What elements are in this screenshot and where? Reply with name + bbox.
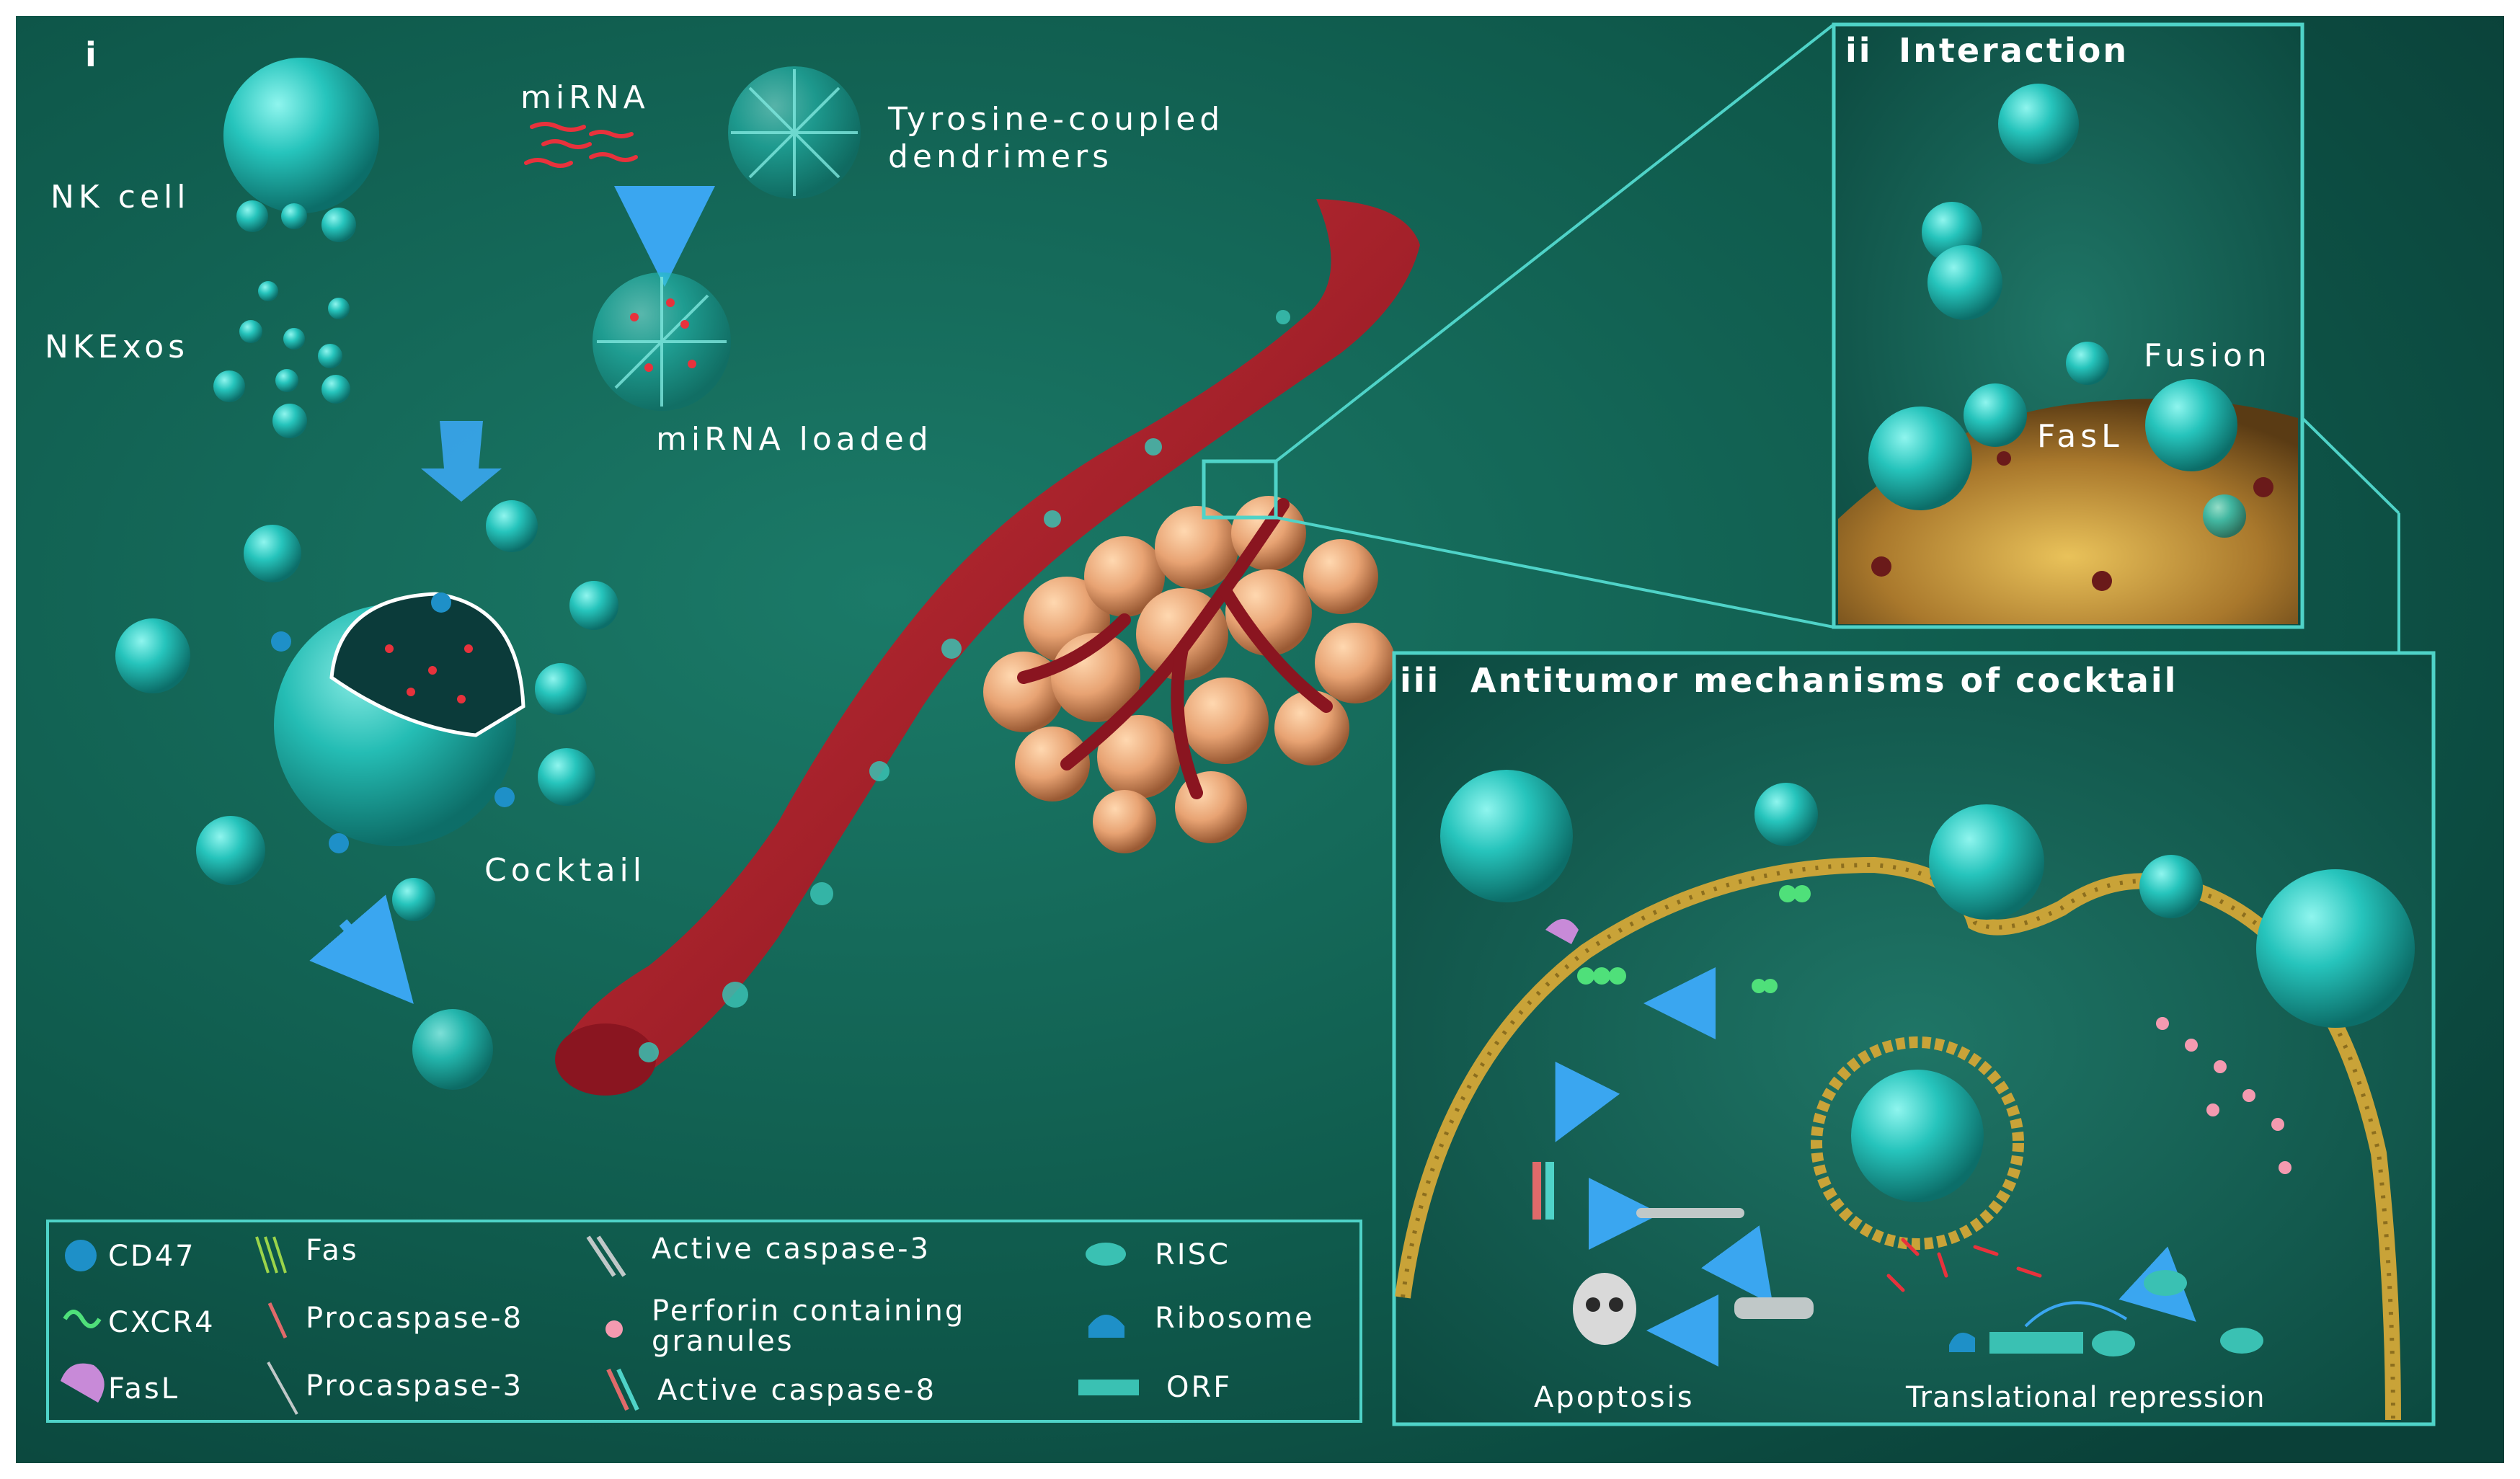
legend-perforin-line1: Perforin containing [652, 1294, 965, 1328]
fusion-label: Fusion [2144, 337, 2271, 374]
panel-iii-title: Antitumor mechanisms of cocktail [1470, 661, 2178, 700]
risc-swatch [1086, 1243, 1126, 1266]
legend-fas: Fas [306, 1234, 359, 1267]
zoom-connector-bottom [1275, 516, 1834, 629]
cd47-swatch [65, 1240, 97, 1271]
dendrimer-illustration [728, 66, 861, 199]
legend-cd47: CD47 [108, 1240, 196, 1273]
zoom-connector-top [1274, 23, 1835, 463]
active-caspase8-swatch [606, 1368, 639, 1411]
cxcr4-swatch [63, 1310, 102, 1328]
active-caspase3-swatch [586, 1235, 626, 1277]
cocktail-exosomes [115, 500, 618, 921]
legend-active-caspase3: Active caspase-3 [652, 1232, 931, 1266]
panel-i-tag: i [85, 35, 99, 74]
legend-risc: RISC [1155, 1238, 1230, 1271]
apoptosis-label: Apoptosis [1534, 1381, 1695, 1414]
mirna-loaded-dendrimer [593, 272, 731, 411]
zoom-region-box [1202, 459, 1278, 520]
procaspase8-swatch [267, 1302, 288, 1339]
nkexos-vesicles [213, 281, 350, 438]
cocktail-label: Cocktail [484, 852, 646, 889]
circulating-cocktail [412, 1009, 493, 1090]
legend-ribosome: Ribosome [1155, 1302, 1315, 1335]
panel-ii-tag: ii [1845, 31, 1873, 70]
mirna-loaded-label: miRNA loaded [656, 421, 933, 458]
panel-iii-tag: iii [1400, 661, 1440, 700]
legend-procaspase8: Procaspase-8 [306, 1302, 523, 1335]
panel-ii [1832, 22, 2304, 629]
fasl-swatch [61, 1363, 105, 1403]
blood-vessel [555, 199, 1420, 1096]
legend-active-caspase8: Active caspase-8 [657, 1374, 936, 1407]
legend-procaspase3: Procaspase-3 [306, 1369, 523, 1403]
ribosome-swatch [1088, 1315, 1124, 1338]
arrow-to-circulation [309, 894, 414, 1004]
legend [46, 1220, 1362, 1423]
procaspase3-swatch [267, 1362, 298, 1415]
fas-swatch [255, 1236, 287, 1274]
panel-ii-title: Interaction [1899, 31, 2129, 70]
nkexos-label: NKExos [45, 329, 189, 365]
nk-cell-label: NK cell [50, 179, 190, 216]
nk-cell-illustration [223, 58, 379, 242]
tumor-vessels [1017, 498, 1333, 799]
legend-orf: ORF [1166, 1371, 1232, 1404]
mirna-strands [524, 122, 638, 168]
arrow-to-cocktail [421, 421, 502, 502]
panel-iii [1392, 651, 2436, 1426]
legend-cxcr4: CXCR4 [108, 1306, 216, 1339]
legend-perforin-line2: granules [652, 1325, 794, 1358]
dendrimer-label-line1: Tyrosine-coupled [887, 101, 1224, 138]
translational-repression-label: Translational repression [1905, 1381, 2266, 1414]
fasl-label-ii: FasL [2037, 418, 2124, 455]
mirna-label: miRNA [520, 79, 649, 116]
panel-connector-right [2301, 417, 2400, 515]
dendrimer-label-line2: dendrimers [888, 138, 1113, 175]
orf-swatch [1078, 1380, 1139, 1395]
cocktail-particle [271, 592, 525, 853]
perforin-swatch [605, 1320, 623, 1338]
legend-fasl: FasL [108, 1372, 179, 1405]
